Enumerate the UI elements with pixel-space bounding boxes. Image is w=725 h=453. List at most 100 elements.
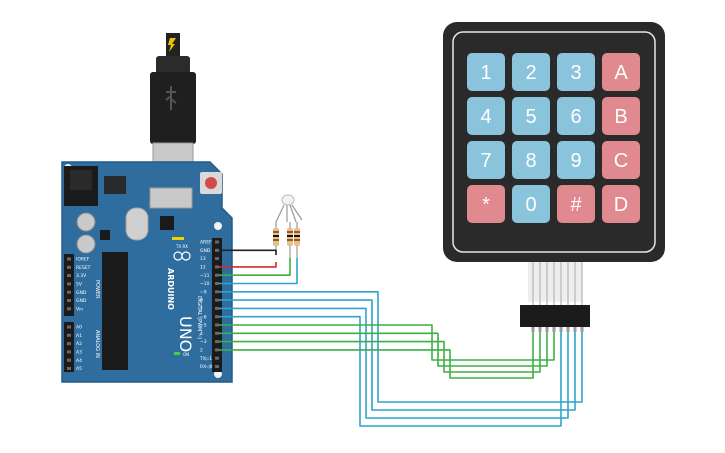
wire-keypad-green[interactable] [219,324,555,361]
key-cap [557,185,595,223]
infinity-logo-icon [181,251,191,261]
key-label: 4 [480,106,491,128]
wire-keypad-green[interactable] [219,332,541,373]
header-pin[interactable] [67,274,71,278]
pin-label: GND [200,248,211,254]
key-A[interactable]: A [602,53,640,91]
key-label: D [614,194,628,216]
on-label: ON [183,352,189,357]
header-pin[interactable] [215,365,219,368]
header-pin[interactable] [215,273,219,277]
pin-label: 7 [200,306,203,312]
header-pin[interactable] [67,307,71,311]
key-label: 2 [525,62,536,84]
key-*[interactable]: * [467,185,505,223]
lightning-icon [168,38,176,52]
header-pin[interactable] [67,290,71,294]
key-7[interactable]: 7 [467,141,505,179]
wire-keypad-cyan[interactable] [219,315,562,427]
key-5[interactable]: 5 [512,97,550,135]
key-label: C [614,150,628,172]
wire-keypad-cyan[interactable] [219,307,569,419]
ribbon-lines [532,262,583,305]
resistor-band [273,231,279,233]
header-pin[interactable] [215,323,219,327]
key-2[interactable]: 2 [512,53,550,91]
resistor[interactable] [287,222,293,258]
rgb-led[interactable] [275,194,303,223]
wire-cyan[interactable] [219,258,298,285]
header-pin[interactable] [67,282,71,286]
key-cap [467,141,505,179]
header-pin[interactable] [215,331,219,335]
header-pin[interactable] [215,240,219,244]
pin-label: ~11 [200,273,210,279]
key-C[interactable]: C [602,141,640,179]
wire-keypad-green[interactable] [219,332,534,379]
header-pin[interactable] [215,257,219,261]
header-pin[interactable] [215,356,219,360]
connector-pins [531,327,584,332]
header-pin[interactable] [215,248,219,252]
power-label: POWER [94,280,100,299]
header-pin[interactable] [215,306,219,310]
header-pin[interactable] [215,282,219,285]
resistor-band [287,239,293,241]
wire-keypad-cyan[interactable] [219,291,583,403]
key-8[interactable]: 8 [512,141,550,179]
pin-label: RESET [76,265,91,271]
key-1[interactable]: 1 [467,53,505,91]
rx-led [172,237,178,240]
arduino-board[interactable]: TX RX ON ARDUINO UNO DIGITAL (PWM ~) POW… [61,161,233,383]
header-pin[interactable] [67,350,71,354]
header-pin[interactable] [215,348,219,352]
header-pin[interactable] [67,299,71,302]
key-cap [602,141,640,179]
wires [219,249,583,427]
header-pin[interactable] [215,265,219,269]
header-pin[interactable] [215,315,219,319]
header-pin[interactable] [215,340,219,344]
header-pin[interactable] [67,325,71,329]
header-pin[interactable] [67,333,71,337]
key-0[interactable]: 0 [512,185,550,223]
header-pin[interactable] [67,342,71,346]
key-#[interactable]: # [557,185,595,223]
resistor[interactable] [294,222,300,258]
header-strip [212,238,222,372]
pin-label: A5 [76,366,82,372]
capacitor [76,212,96,232]
keypad-connector[interactable] [520,305,590,327]
pin-label: A1 [76,333,82,339]
pin-label: A0 [76,325,82,331]
key-9[interactable]: 9 [557,141,595,179]
header-pin[interactable] [67,257,71,261]
mounting-hole [214,222,222,230]
key-3[interactable]: 3 [557,53,595,91]
wire-red[interactable] [219,262,277,268]
wire-gnd[interactable] [219,249,277,255]
tx-led [178,237,184,240]
reset-button[interactable] [205,177,217,189]
header-pin[interactable] [67,367,71,370]
key-label: 5 [525,106,536,128]
usb-port [149,187,193,209]
key-4[interactable]: 4 [467,97,505,135]
pin-label: ~10 [200,281,210,287]
key-D[interactable]: D [602,185,640,223]
wire-green[interactable] [219,258,291,276]
header-pin[interactable] [215,298,219,302]
wire-keypad-green[interactable] [219,332,548,367]
header-pin[interactable] [215,290,219,294]
key-6[interactable]: 6 [557,97,595,135]
wire-keypad-cyan[interactable] [219,299,576,411]
power-jack-inner [70,170,92,190]
header-pin[interactable] [67,358,71,362]
key-B[interactable]: B [602,97,640,135]
header-pin[interactable] [67,265,71,269]
keypad-inner-border [452,31,656,253]
pin-label: GND [76,290,87,296]
